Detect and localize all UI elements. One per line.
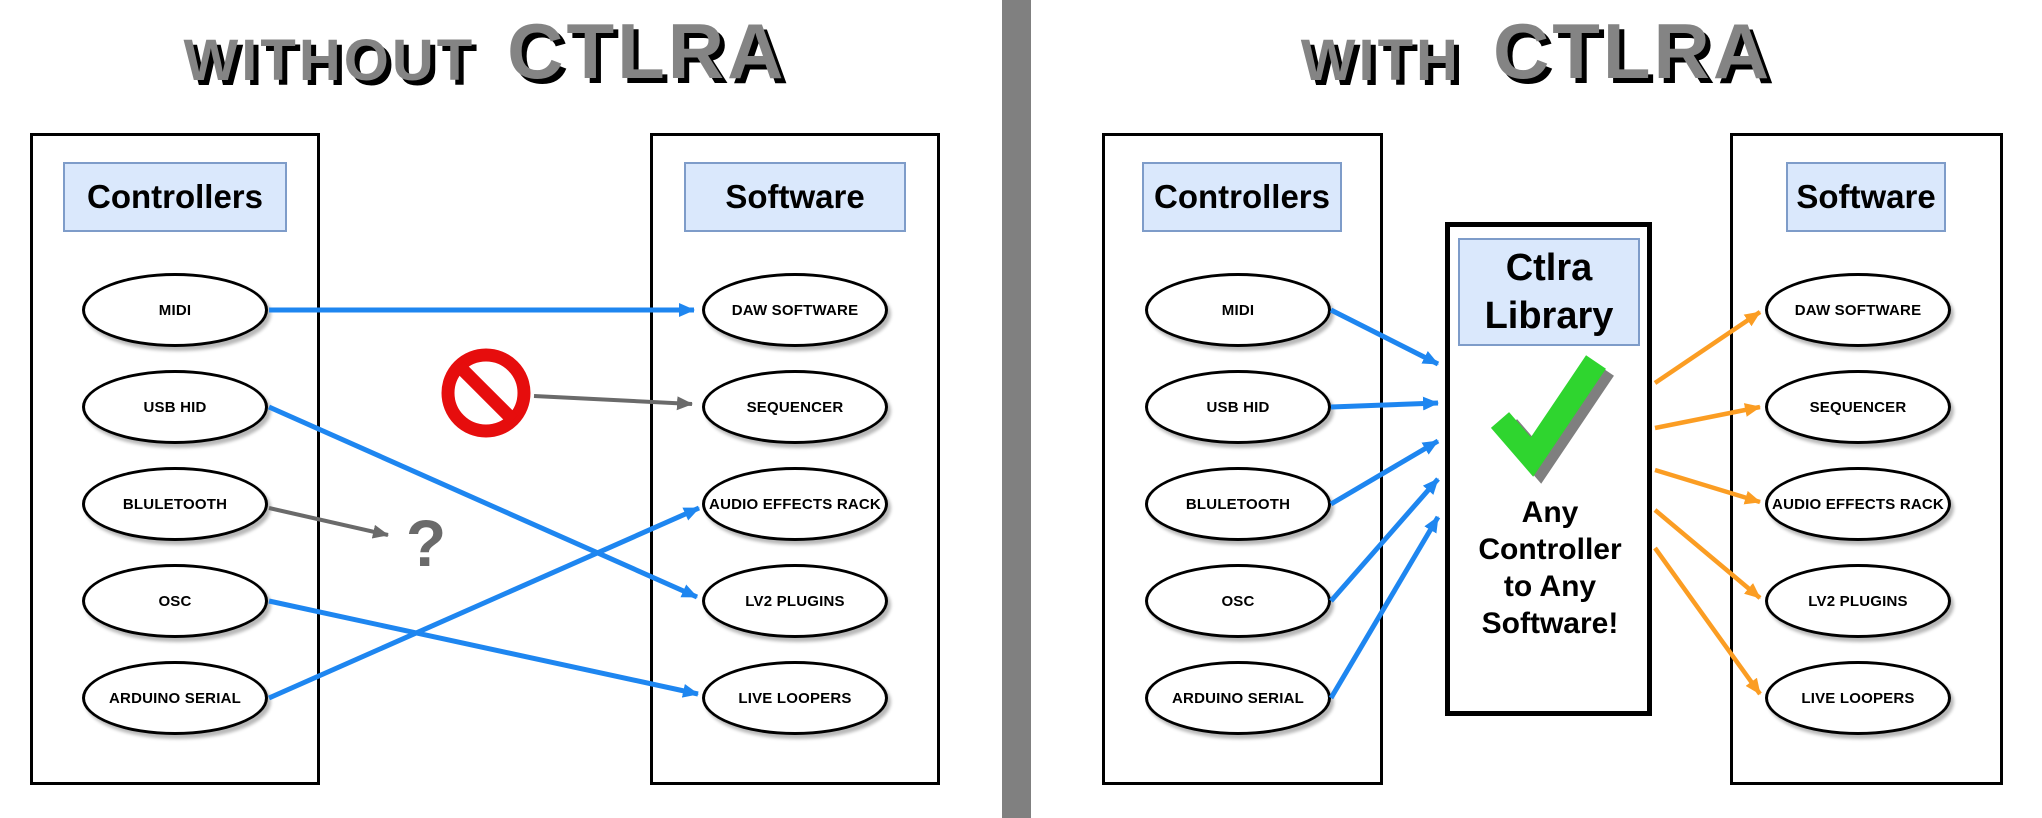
ctlra-header-line1: Ctlra — [1505, 247, 1593, 289]
edge-arduino-serial-to-audio-effects-rack — [267, 505, 701, 701]
edge-osc-to-ctlra-library — [1329, 477, 1440, 603]
right-title-brand: CTLRA — [1492, 7, 1773, 95]
left-software-node-sequencer: SEQUENCER — [702, 370, 888, 444]
left-controllers-node-osc: OSC — [82, 564, 268, 638]
right-controllers-header: Controllers — [1142, 162, 1342, 232]
edge-usb-hid-to-lv2-plugins — [267, 404, 699, 600]
left-title: WITHOUT CTLRA — [30, 10, 940, 90]
ctlra-message-line1: Any — [1521, 496, 1579, 529]
checkmark-icon — [1490, 355, 1614, 484]
edge-ctlra-library-to-audio-effects-rack — [1654, 467, 1761, 505]
edge-no-entry-to-sequencer — [533, 394, 693, 411]
left-software-node-lv2-plugins: LV2 PLUGINS — [702, 564, 888, 638]
no-entry-icon — [441, 348, 531, 438]
right-controllers-node-osc: OSC — [1145, 564, 1331, 638]
edge-ctlra-library-to-daw-software — [1653, 310, 1762, 385]
right-software-node-live-loopers: LIVE LOOPERS — [1765, 661, 1951, 735]
edge-usb-hid-to-ctlra-library — [1330, 396, 1439, 411]
right-controllers-node-midi: MIDI — [1145, 273, 1331, 347]
left-title-prefix: WITHOUT — [183, 28, 476, 93]
left-software-node-live-loopers: LIVE LOOPERS — [702, 661, 888, 735]
ctlra-library-header: Ctlra Library — [1458, 238, 1640, 346]
left-controllers-node-usb-hid: USB HID — [82, 370, 268, 444]
edges-group — [267, 303, 1762, 701]
right-software-node-audio-effects-rack: AUDIO EFFECTS RACK — [1765, 467, 1951, 541]
ctlra-message-line4: Software! — [1481, 607, 1619, 640]
edge-arduino-serial-to-ctlra-library — [1328, 515, 1441, 700]
question-mark: ? — [405, 506, 447, 580]
ctlra-header-line2: Library — [1484, 295, 1614, 337]
right-software-box — [1730, 133, 2003, 785]
edge-midi-to-ctlra-library — [1329, 307, 1440, 367]
ctlra-message: Any Controller to Any Software! — [1450, 494, 1650, 642]
left-software-node-audio-effects-rack: AUDIO EFFECTS RACK — [702, 467, 888, 541]
ctlra-message-line2: Controller — [1478, 533, 1622, 566]
left-software-node-daw-software: DAW SOFTWARE — [702, 273, 888, 347]
left-title-brand: CTLRA — [507, 7, 787, 95]
right-software-node-lv2-plugins: LV2 PLUGINS — [1765, 564, 1951, 638]
right-controllers-node-arduino-serial: ARDUINO SERIAL — [1145, 661, 1331, 735]
right-software-node-sequencer: SEQUENCER — [1765, 370, 1951, 444]
left-software-header: Software — [684, 162, 906, 232]
edge-bluletooth-to-question-mark — [268, 506, 389, 539]
edge-osc-to-live-loopers — [268, 598, 699, 698]
right-controllers-node-usb-hid: USB HID — [1145, 370, 1331, 444]
right-title: WITH CTLRA — [1031, 10, 2042, 90]
panel-divider — [1002, 0, 1031, 818]
ctlra-message-line3: to Any — [1503, 570, 1597, 603]
left-controllers-node-midi: MIDI — [82, 273, 268, 347]
right-title-prefix: WITH — [1300, 28, 1461, 93]
right-software-header: Software — [1786, 162, 1946, 232]
edge-ctlra-library-to-sequencer — [1654, 403, 1761, 431]
left-controllers-node-arduino-serial: ARDUINO SERIAL — [82, 661, 268, 735]
right-controllers-node-bluletooth: BLULETOOTH — [1145, 467, 1331, 541]
left-controllers-node-bluletooth: BLULETOOTH — [82, 467, 268, 541]
edge-ctlra-library-to-lv2-plugins — [1653, 508, 1762, 600]
edge-ctlra-library-to-live-loopers — [1653, 546, 1762, 696]
left-controllers-header: Controllers — [63, 162, 287, 232]
right-software-node-daw-software: DAW SOFTWARE — [1765, 273, 1951, 347]
edge-bluletooth-to-ctlra-library — [1329, 438, 1440, 507]
